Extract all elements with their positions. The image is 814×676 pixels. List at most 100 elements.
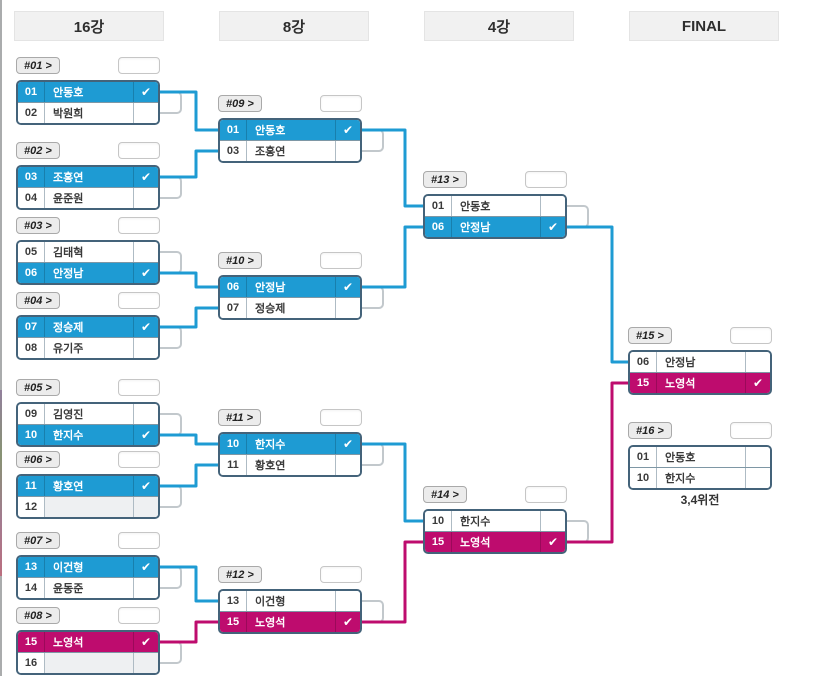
match-08-slot-2[interactable]: 16 (18, 652, 158, 673)
winner-check-icon: ✔ (133, 317, 158, 337)
match-13-pill[interactable]: #13 > (423, 171, 467, 188)
match-07-slot-2[interactable]: 14 윤동준 (18, 577, 158, 598)
match-03-slot-2[interactable]: 06 안정남 ✔ (18, 262, 158, 283)
match-09-slot-1[interactable]: 01 안동호 ✔ (220, 120, 360, 140)
match-06-slot-2[interactable]: 12 (18, 496, 158, 517)
match-01-pill[interactable]: #01 > (16, 57, 60, 74)
player-number: 13 (220, 591, 247, 611)
match-01-slot-2[interactable]: 02 박원희 (18, 102, 158, 123)
winner-check-icon: ✔ (133, 476, 158, 496)
match-11-slot-1[interactable]: 10 한지수 ✔ (220, 434, 360, 454)
match-11: #11 > 10 한지수 ✔ 11 황호연 (218, 409, 362, 477)
match-05-score-input[interactable] (118, 379, 160, 396)
match-04-slot-1[interactable]: 07 정승제 ✔ (18, 317, 158, 337)
match-04-slot-2[interactable]: 08 유기주 (18, 337, 158, 358)
match-07: #07 > 13 이건형 ✔ 14 윤동준 (16, 532, 160, 600)
match-11-slot-2[interactable]: 11 황호연 (220, 454, 360, 475)
match-15-slot-2[interactable]: 15 노영석 ✔ (630, 372, 770, 393)
match-07-slot-1[interactable]: 13 이건형 ✔ (18, 557, 158, 577)
match-02-slot-1[interactable]: 03 조홍연 ✔ (18, 167, 158, 187)
match-05-slot-2[interactable]: 10 한지수 ✔ (18, 424, 158, 445)
match-11-score-input[interactable] (320, 409, 362, 426)
match-10-score-input[interactable] (320, 252, 362, 269)
player-number: 10 (18, 425, 45, 445)
player-name: 정승제 (53, 322, 84, 334)
player-name: 한지수 (665, 473, 696, 485)
player-number: 06 (18, 263, 45, 283)
match-01-slot-1[interactable]: 01 안동호 ✔ (18, 82, 158, 102)
match-11-pill[interactable]: #11 > (218, 409, 262, 426)
match-03-pill[interactable]: #03 > (16, 217, 60, 234)
match-07-pill[interactable]: #07 > (16, 532, 60, 549)
match-05-slot-1[interactable]: 09 김영진 (18, 404, 158, 424)
match-16-pill[interactable]: #16 > (628, 422, 672, 439)
match-04-pill[interactable]: #04 > (16, 292, 60, 309)
match-05-pill[interactable]: #05 > (16, 379, 60, 396)
page-left-border-artifact (0, 390, 2, 576)
match-14-pill[interactable]: #14 > (423, 486, 467, 503)
player-number: 01 (18, 82, 45, 102)
match-13-score-input[interactable] (525, 171, 567, 188)
match-06-slot-1[interactable]: 11 황호연 ✔ (18, 476, 158, 496)
winner-check-icon: ✔ (133, 557, 158, 577)
player-name: 안동호 (53, 87, 84, 99)
match-02-score-input[interactable] (118, 142, 160, 159)
player-number: 14 (18, 578, 45, 598)
check-cell (540, 196, 565, 216)
match-09-score-input[interactable] (320, 95, 362, 112)
player-number: 07 (18, 317, 45, 337)
player-name: 노영석 (53, 637, 84, 649)
winner-check-icon: ✔ (335, 434, 360, 454)
player-number: 15 (18, 632, 45, 652)
match-08-pill[interactable]: #08 > (16, 607, 60, 624)
player-name: 황호연 (255, 460, 286, 472)
match-09-slot-2[interactable]: 03 조홍연 (220, 140, 360, 161)
match-16-slot-1[interactable]: 01 안동호 (630, 447, 770, 467)
match-14-score-input[interactable] (525, 486, 567, 503)
match-13-slot-1[interactable]: 01 안동호 (425, 196, 565, 216)
match-03: #03 > 05 김태혁 06 안정남 ✔ (16, 217, 160, 285)
player-number: 15 (630, 373, 657, 393)
match-12-pill[interactable]: #12 > (218, 566, 262, 583)
match-09-pill[interactable]: #09 > (218, 95, 262, 112)
match-16-slot-2[interactable]: 10 한지수 (630, 467, 770, 488)
player-number: 10 (220, 434, 247, 454)
match-03-slot-1[interactable]: 05 김태혁 (18, 242, 158, 262)
match-10-slot-2[interactable]: 07 정승제 (220, 297, 360, 318)
winner-check-icon: ✔ (133, 263, 158, 283)
match-02-slot-2[interactable]: 04 윤준원 (18, 187, 158, 208)
player-name: 이건형 (255, 596, 286, 608)
match-10-pill[interactable]: #10 > (218, 252, 262, 269)
match-12-slot-2[interactable]: 15 노영석 ✔ (220, 611, 360, 632)
check-cell (133, 497, 158, 517)
player-name: 안정남 (665, 357, 696, 369)
winner-check-icon: ✔ (335, 612, 360, 632)
match-06-score-input[interactable] (118, 451, 160, 468)
match-08-score-input[interactable] (118, 607, 160, 624)
match-14-slot-2[interactable]: 15 노영석 ✔ (425, 531, 565, 552)
player-number: 04 (18, 188, 45, 208)
match-03-score-input[interactable] (118, 217, 160, 234)
match-13-slot-2[interactable]: 06 안정남 ✔ (425, 216, 565, 237)
match-16-score-input[interactable] (730, 422, 772, 439)
match-07-score-input[interactable] (118, 532, 160, 549)
match-12-slot-1[interactable]: 13 이건형 (220, 591, 360, 611)
match-02-pill[interactable]: #02 > (16, 142, 60, 159)
match-08-slot-1[interactable]: 15 노영석 ✔ (18, 632, 158, 652)
player-number: 03 (220, 141, 247, 161)
player-number: 01 (630, 447, 657, 467)
match-04-score-input[interactable] (118, 292, 160, 309)
check-cell (745, 468, 770, 488)
match-01-score-input[interactable] (118, 57, 160, 74)
match-15-pill[interactable]: #15 > (628, 327, 672, 344)
match-10-slot-1[interactable]: 06 안정남 ✔ (220, 277, 360, 297)
match-15-slot-1[interactable]: 06 안정남 (630, 352, 770, 372)
page-left-border (0, 0, 2, 676)
match-14-slot-1[interactable]: 10 한지수 (425, 511, 565, 531)
player-number: 08 (18, 338, 45, 358)
match-08: #08 > 15 노영석 ✔ 16 (16, 607, 160, 675)
player-number: 15 (425, 532, 452, 552)
match-15-score-input[interactable] (730, 327, 772, 344)
match-12-score-input[interactable] (320, 566, 362, 583)
match-06-pill[interactable]: #06 > (16, 451, 60, 468)
